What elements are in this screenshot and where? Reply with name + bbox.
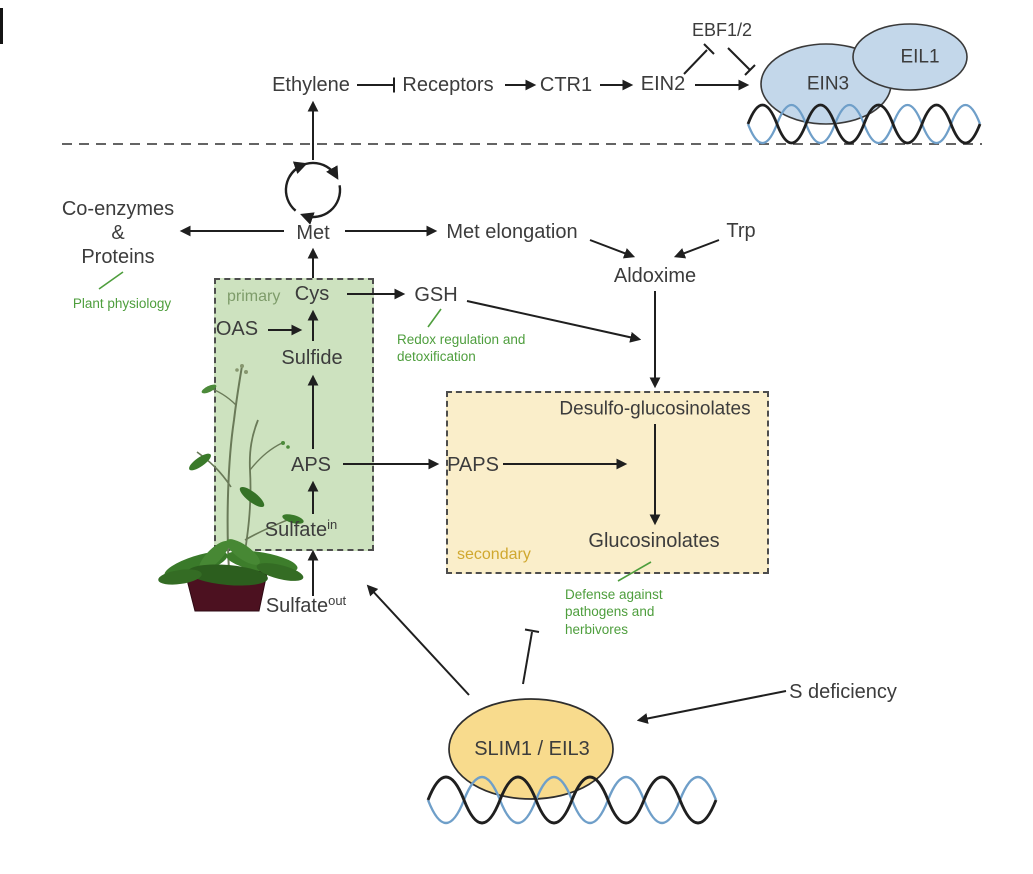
label-ein3: EIN3 [806,73,850,95]
label-sulfate-out: Sulfateout [265,593,347,617]
note-defense: Defense against pathogens and herbivores [565,586,663,638]
note-redox-line1: Redox regulation and [397,332,526,347]
ein3-eil1-ovals [760,23,968,125]
label-aldoxime: Aldoxime [613,265,697,287]
label-slim1-eil3: SLIM1 / EIL3 [474,738,590,760]
redox-slash [427,308,442,328]
label-ctr1: CTR1 [539,74,593,96]
inhibition-bar [524,628,540,633]
trp-to-aldoxime-arrow [673,239,720,259]
secondary-metabolism-box [446,391,769,574]
cycle-arc [300,185,342,225]
plant-physiology-slash [98,271,124,290]
label-receptors: Receptors [402,74,494,96]
note-defense-line2: pathogens and [565,604,655,620]
ebf-inhibits-ein3-line [727,47,751,71]
label-paps: PAPS [447,454,499,476]
label-desulfo-glucosinolates: Desulfo-glucosinolates [559,398,751,420]
label-trp: Trp [726,220,756,242]
sulfate-out-superscript: out [328,593,347,608]
note-redox-line2: detoxification [397,349,476,365]
label-coenzymes-line1: Co-enzymes [61,198,175,220]
label-secondary-zone: secondary [457,546,531,563]
label-ein2: EIN2 [640,73,686,95]
slim1-to-sulfate-arrow [366,584,470,696]
elongation-to-aldoxime-arrow [589,239,636,259]
sdeficiency-to-slim1-arrow [636,690,787,724]
label-coenzymes-line3: Proteins [81,246,155,268]
cycle-arc [284,161,308,212]
label-glucosinolates: Glucosinolates [588,530,720,552]
label-aps: APS [290,454,332,476]
label-met: Met [296,222,330,244]
label-gsh: GSH [414,284,458,306]
ein2-inhibits-ebf-line [683,49,708,75]
sulfate-in-superscript: in [327,517,338,532]
dna-strand-blue [426,776,718,824]
label-primary-zone: primary [227,288,281,305]
label-coenzymes-line2: & [111,222,125,244]
label-met-elongation: Met elongation [446,221,578,243]
label-eil1: EIL1 [900,46,940,68]
met-cycle-arrows [284,161,342,225]
cycle-arc [288,161,339,180]
dna-strand-blue [746,103,982,145]
note-defense-line1: Defense against [565,587,663,602]
note-defense-line3: herbivores [565,621,629,637]
label-ethylene: Ethylene [272,74,350,96]
label-cys: Cys [294,283,330,305]
plant-pot [183,567,269,612]
label-sulfide: Sulfide [281,347,343,369]
dna-helix-bottom [426,775,718,825]
window-edge-mark [0,8,3,44]
inhibition-bar [703,43,715,55]
dna-strand-black [746,103,982,145]
dna-strand-black [426,775,718,825]
note-plant-physiology: Plant physiology [72,296,172,311]
note-redox: Redox regulation and detoxification [397,331,525,366]
label-oas: OAS [215,318,259,340]
slim1-inhibits-secondary-line [522,631,533,685]
dna-helix-top [746,103,982,145]
inhibition-bar [744,64,756,76]
label-s-deficiency: S deficiency [789,681,897,703]
label-ebf12: EBF1/2 [691,20,753,40]
label-sulfate-in: Sulfatein [264,517,338,541]
